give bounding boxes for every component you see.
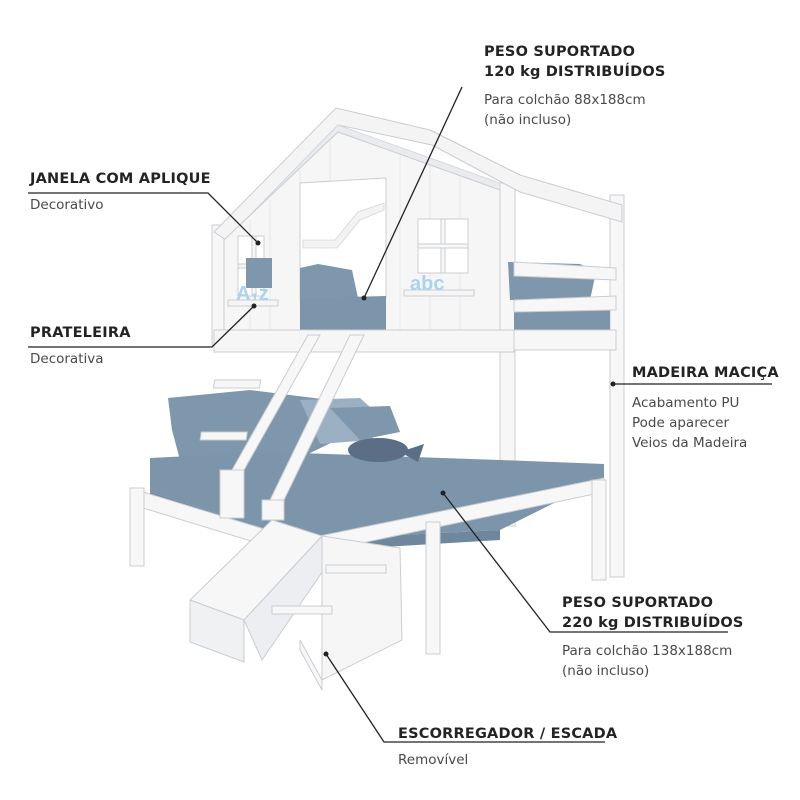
callout-prateleira-subtitle: Decorativa <box>30 351 104 367</box>
callout-madeira-line-2: Pode aparecer <box>632 415 730 431</box>
callout-peso-inferior-title-1: PESO SUPORTADO <box>562 595 714 611</box>
callout-escorregador-subtitle: Removível <box>398 752 469 768</box>
callout-janela-subtitle: Decorativo <box>30 197 104 213</box>
shelf-right <box>403 289 475 297</box>
window-right <box>417 218 469 274</box>
callout-peso-inferior-title-2: 220 kg DISTRIBUÍDOS <box>562 615 744 631</box>
callout-peso-superior-line-1: Para colchão 88x188cm <box>484 92 646 108</box>
callout-leaders <box>28 86 772 743</box>
callout-prateleira: PRATELEIRA Decorativa <box>30 323 131 369</box>
callout-prateleira-title: PRATELEIRA <box>30 325 131 341</box>
callout-janela-title: JANELA COM APLIQUE <box>30 171 211 187</box>
callout-peso-inferior-line-1: Para colchão 138x188cm <box>562 643 733 659</box>
callout-peso-inferior-line-2: (não incluso) <box>562 663 650 679</box>
callout-peso-superior-title-1: PESO SUPORTADO <box>484 44 636 60</box>
callout-escorregador: ESCORREGADOR / ESCADA Removível <box>398 724 617 770</box>
callout-peso-inferior: PESO SUPORTADO 220 kg DISTRIBUÍDOS Para … <box>562 593 744 681</box>
callout-madeira: MADEIRA MACIÇA Acabamento PU Pode aparec… <box>632 363 779 453</box>
callout-madeira-line-3: Veios da Madeira <box>632 435 748 451</box>
slide-and-steps <box>189 519 403 691</box>
window-left <box>237 235 272 297</box>
callout-madeira-title: MADEIRA MACIÇA <box>632 365 779 381</box>
callout-escorregador-title: ESCORREGADOR / ESCADA <box>398 726 618 742</box>
callout-peso-superior-title-2: 120 kg DISTRIBUÍDOS <box>484 64 666 80</box>
callout-peso-superior: PESO SUPORTADO 120 kg DISTRIBUÍDOS Para … <box>484 42 666 130</box>
callout-janela: JANELA COM APLIQUE Decorativo <box>30 169 211 215</box>
ladder <box>199 334 365 521</box>
callout-peso-superior-line-2: (não incluso) <box>484 112 572 128</box>
whale-toy <box>348 438 424 462</box>
callout-madeira-line-1: Acabamento PU <box>632 395 740 411</box>
